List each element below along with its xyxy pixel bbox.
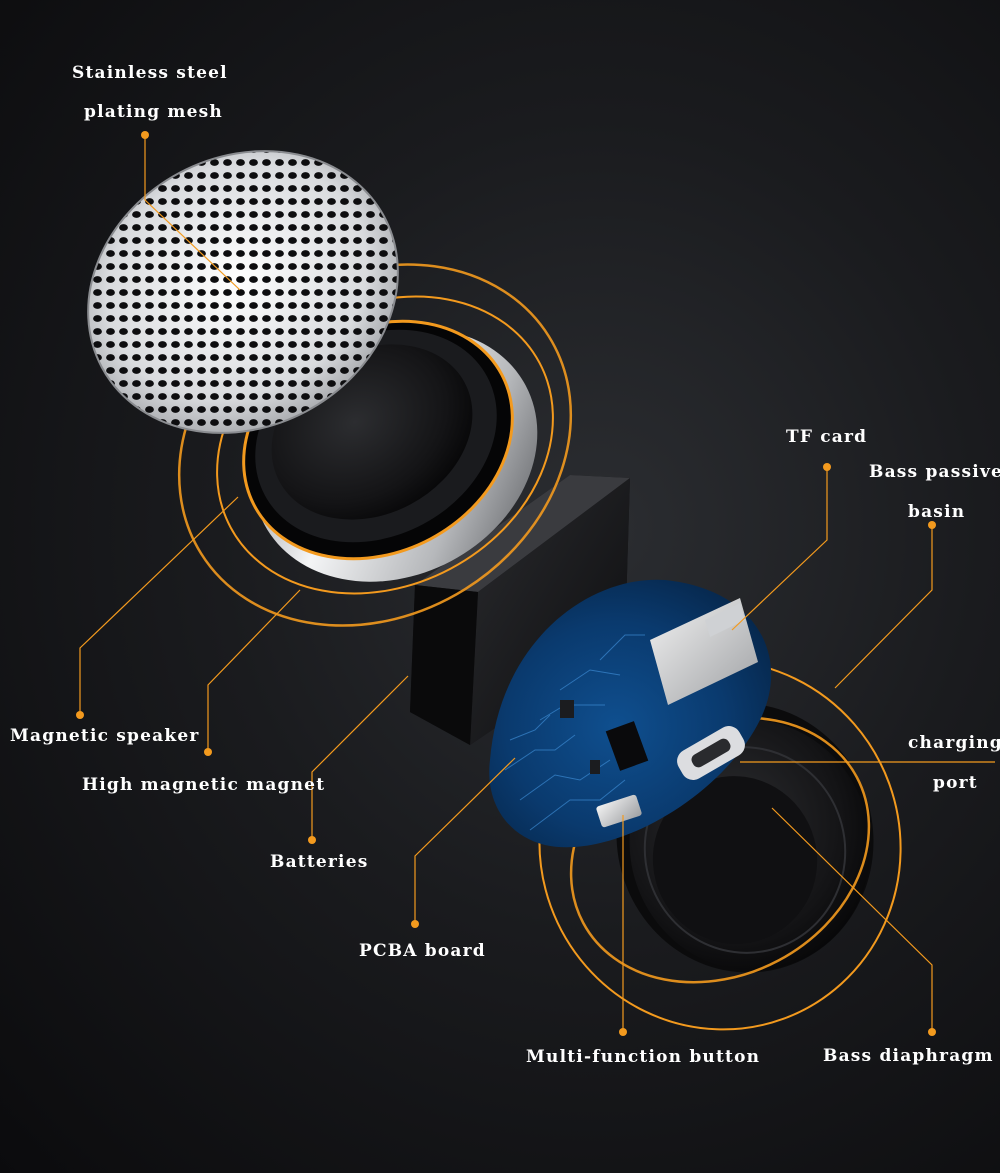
- tf-card-slot: [650, 598, 758, 705]
- label-mesh-line1: Stainless steel: [72, 63, 228, 83]
- label-bass-passive-line1: Bass passive: [869, 462, 1000, 482]
- label-pcba-board: PCBA board: [359, 941, 486, 961]
- label-mesh-line2: plating mesh: [84, 102, 223, 122]
- leader-magnetic-speaker: [79, 496, 239, 715]
- label-bass-passive-line2: basin: [908, 502, 966, 522]
- label-magnetic-speaker: Magnetic speaker: [10, 726, 200, 746]
- label-bass-diaphragm: Bass diaphragm: [823, 1046, 994, 1066]
- label-charging-line2: port: [933, 773, 978, 793]
- multi-function-button: [596, 794, 642, 828]
- leader-batteries: [311, 675, 409, 840]
- battery-block: [410, 475, 630, 745]
- leader-bass-passive: [834, 525, 933, 689]
- leader-pcba: [414, 757, 516, 924]
- charging-port: [677, 726, 745, 780]
- leader-diaphragm: [771, 807, 933, 1032]
- leader-tf-card: [731, 467, 828, 631]
- label-batteries: Batteries: [270, 852, 369, 872]
- leader-lines: [79, 135, 995, 1032]
- label-tf-card: TF card: [786, 427, 868, 447]
- pcba-board: [489, 579, 772, 848]
- leader-magnet: [207, 589, 301, 752]
- leader-dots: [76, 131, 936, 1036]
- label-charging-line1: charging: [908, 733, 1000, 753]
- label-multi-function-button: Multi-function button: [526, 1047, 761, 1067]
- leader-mesh: [144, 135, 241, 291]
- label-high-magnetic-magnet: High magnetic magnet: [82, 775, 326, 795]
